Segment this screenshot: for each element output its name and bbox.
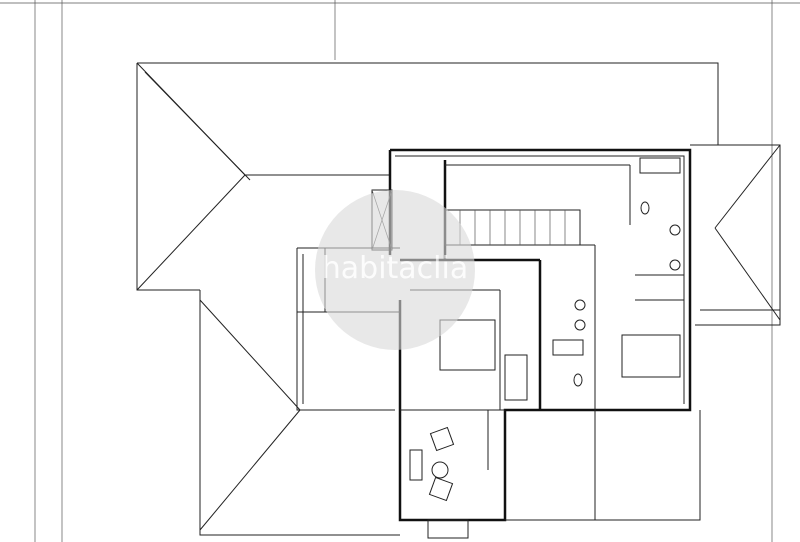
bed-left [439,319,496,371]
watermark: habitaclia [315,190,475,350]
bathtub [504,354,528,401]
furniture [409,157,681,539]
bathtub-top [639,157,681,174]
bed-right [621,334,681,378]
svg-text:habitaclia: habitaclia [322,251,468,286]
